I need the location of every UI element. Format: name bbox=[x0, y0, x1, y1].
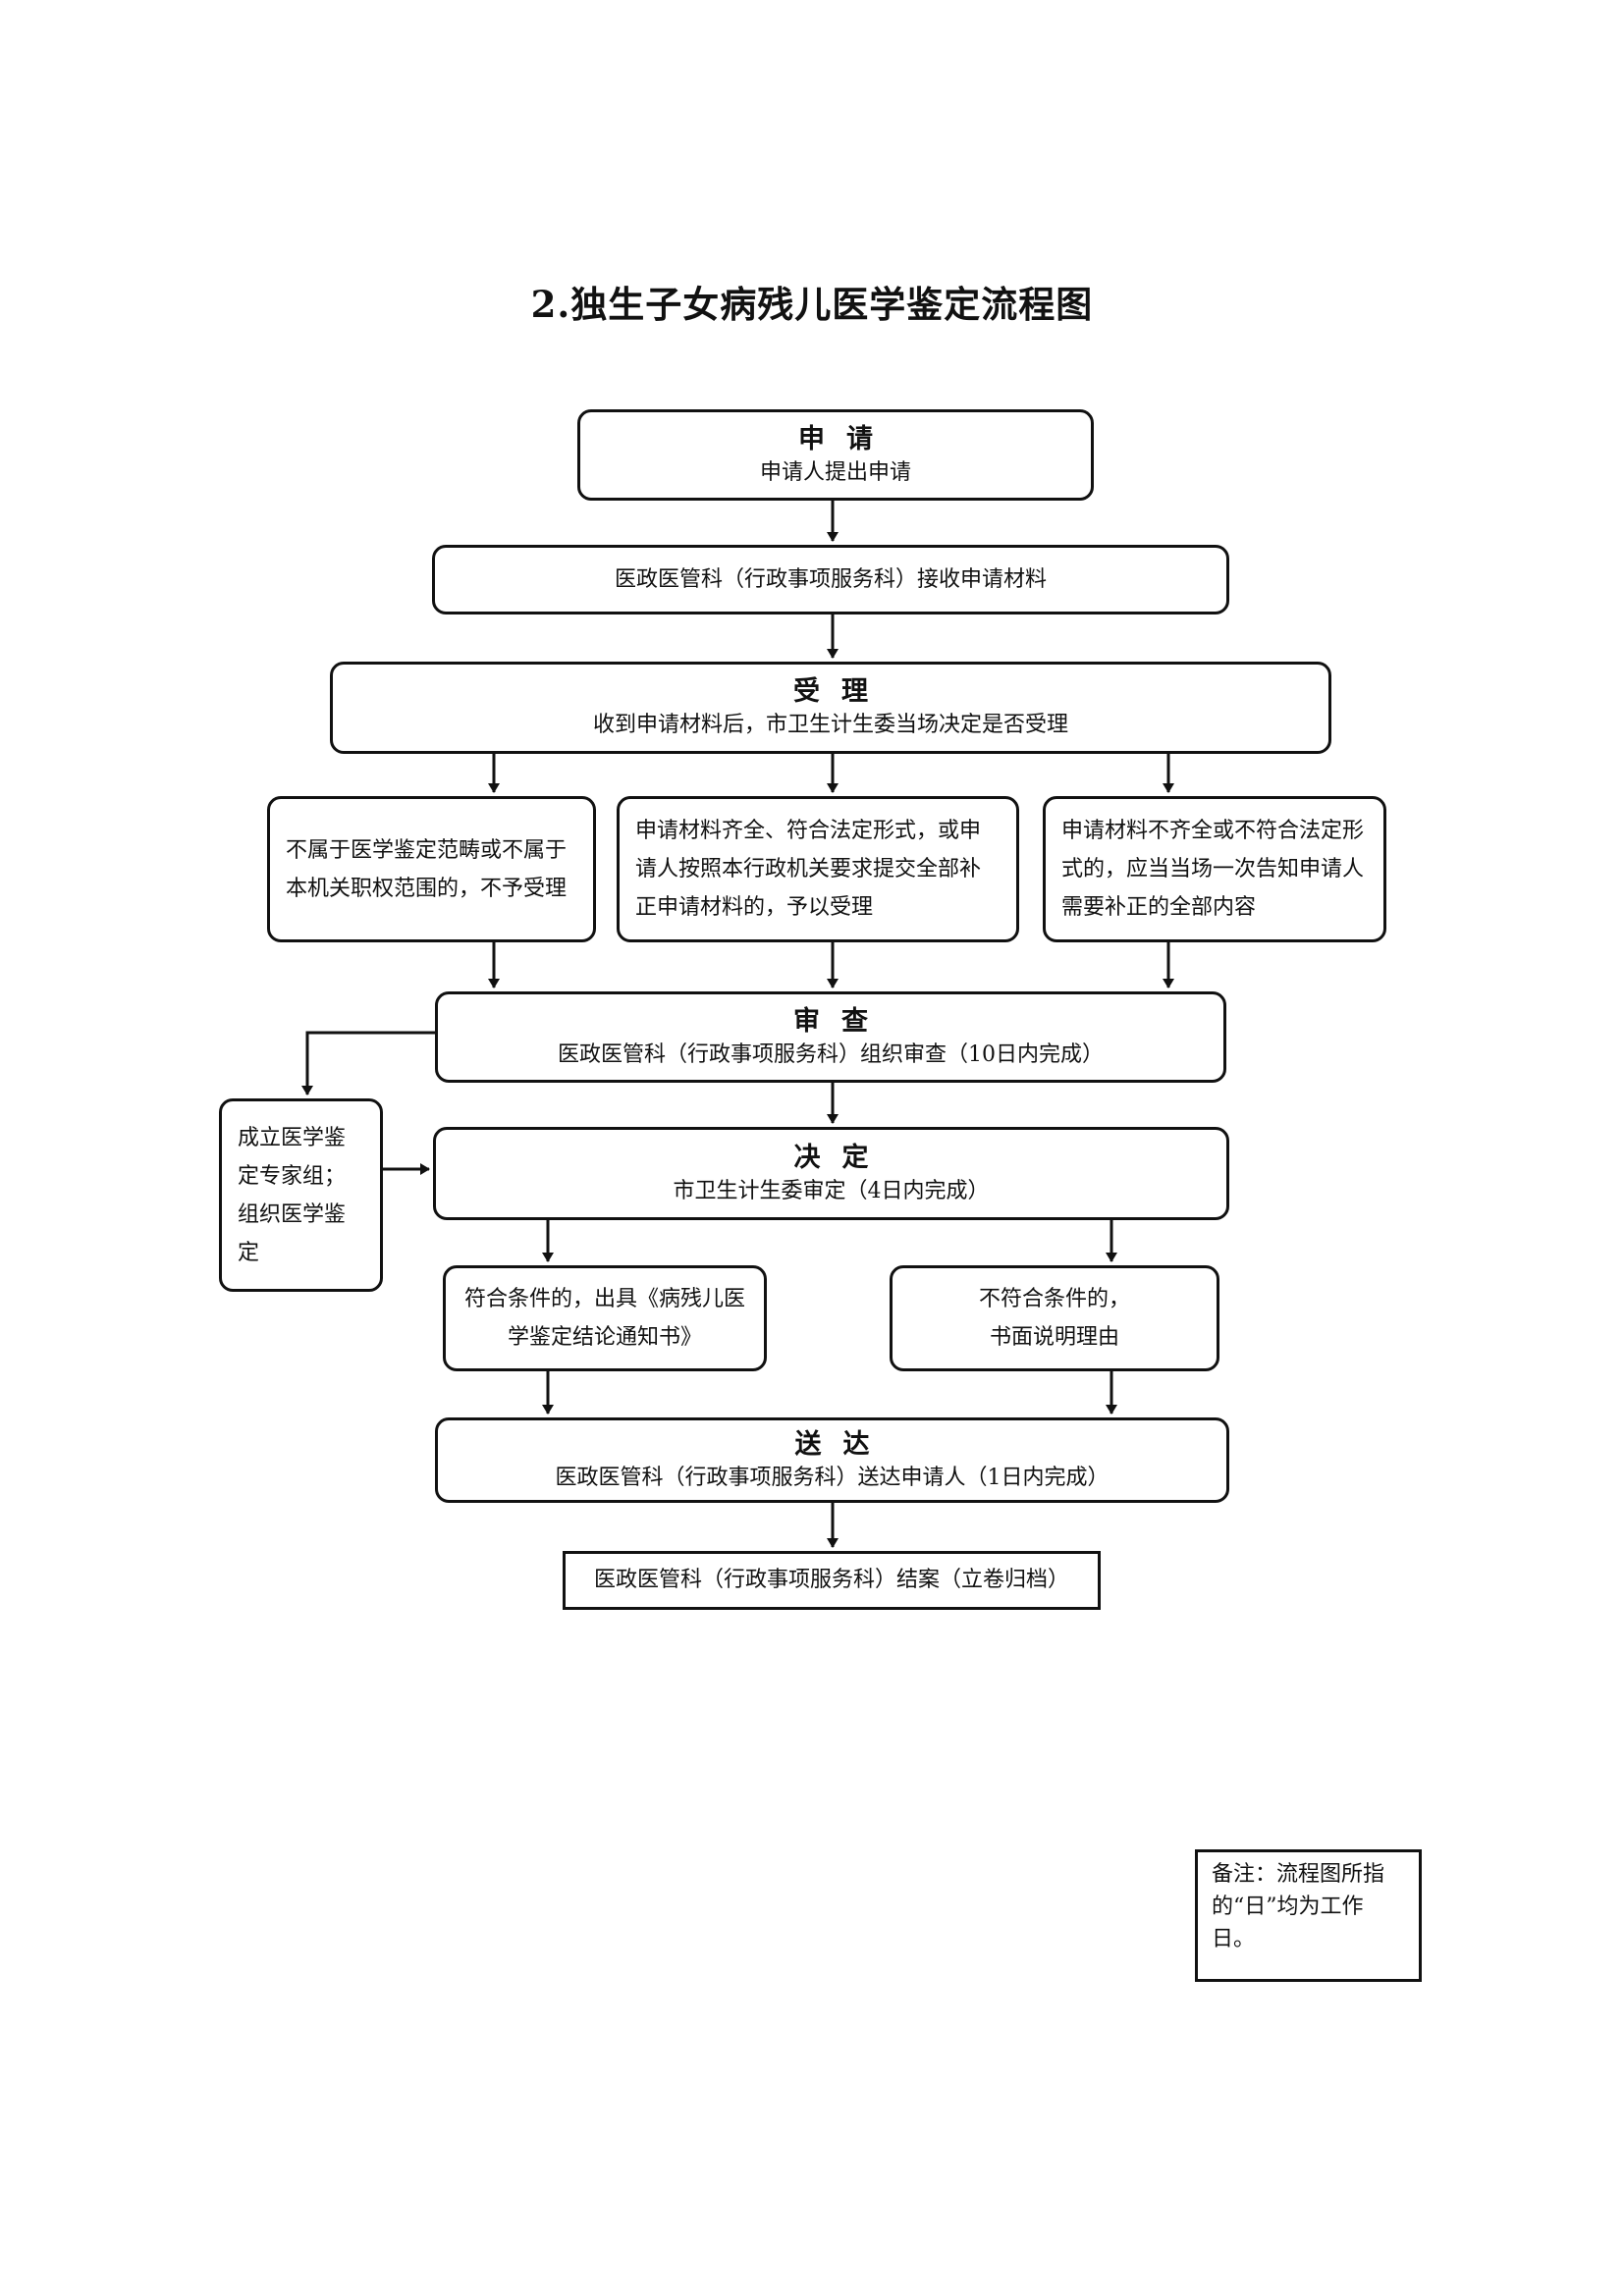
node-accepted: 申请材料齐全、符合法定形式，或申请人按照本行政机关要求提交全部补正申请材料的，予… bbox=[617, 796, 1019, 942]
node-accept-heading: 受理 bbox=[793, 676, 890, 707]
footnote: 备注：流程图所指的“日”均为工作日。 bbox=[1195, 1849, 1422, 1982]
page-title: 2.独生子女病残儿医学鉴定流程图 bbox=[530, 283, 1094, 326]
node-incomplete-text: 申请材料不齐全或不符合法定形式的，应当当场一次告知申请人需要补正的全部内容 bbox=[1061, 819, 1365, 920]
arrow-review-to-expert bbox=[301, 1031, 435, 1095]
node-decide-text: 市卫生计生委审定（4日内完成） bbox=[673, 1178, 990, 1203]
node-reject-text: 不属于医学鉴定范畴或不属于本机关职权范围的，不予受理 bbox=[286, 837, 568, 901]
node-incomplete: 申请材料不齐全或不符合法定形式的，应当当场一次告知申请人需要补正的全部内容 bbox=[1043, 796, 1386, 942]
node-review-heading: 审查 bbox=[793, 1005, 890, 1037]
node-deliver-heading: 送达 bbox=[794, 1428, 892, 1460]
node-deliver-text: 医政医管科（行政事项服务科）送达申请人（1日内完成） bbox=[555, 1465, 1110, 1490]
node-qualified-text: 符合条件的，出具《病残儿医学鉴定结论通知书》 bbox=[463, 1287, 745, 1350]
node-apply: 申请 申请人提出申请 bbox=[577, 409, 1094, 501]
node-qualified: 符合条件的，出具《病残儿医学鉴定结论通知书》 bbox=[443, 1265, 767, 1371]
node-close-text: 医政医管科（行政事项服务科）结案（立卷归档） bbox=[593, 1568, 1069, 1592]
node-decide-heading: 决定 bbox=[793, 1142, 891, 1173]
node-decide: 决定 市卫生计生委审定（4日内完成） bbox=[433, 1127, 1229, 1220]
node-close: 医政医管科（行政事项服务科）结案（立卷归档） bbox=[563, 1551, 1101, 1610]
node-review: 审查 医政医管科（行政事项服务科）组织审查（10日内完成） bbox=[435, 991, 1226, 1083]
node-unqualified-text: 不符合条件的，书面说明理由 bbox=[978, 1287, 1130, 1350]
node-expert-text: 成立医学鉴定专家组；组织医学鉴定 bbox=[238, 1125, 347, 1265]
node-apply-text: 申请人提出申请 bbox=[759, 459, 911, 485]
node-review-text: 医政医管科（行政事项服务科）组织审查（10日内完成） bbox=[558, 1041, 1104, 1067]
node-unqualified: 不符合条件的，书面说明理由 bbox=[890, 1265, 1219, 1371]
node-accept: 受理 收到申请材料后，市卫生计生委当场决定是否受理 bbox=[330, 662, 1331, 754]
node-reject: 不属于医学鉴定范畴或不属于本机关职权范围的，不予受理 bbox=[267, 796, 596, 942]
node-deliver: 送达 医政医管科（行政事项服务科）送达申请人（1日内完成） bbox=[435, 1417, 1229, 1503]
node-accept-text: 收到申请材料后，市卫生计生委当场决定是否受理 bbox=[592, 713, 1068, 737]
node-accepted-text: 申请材料齐全、符合法定形式，或申请人按照本行政机关要求提交全部补正申请材料的，予… bbox=[635, 819, 982, 920]
node-receive-text: 医政医管科（行政事项服务科）接收申请材料 bbox=[614, 566, 1047, 592]
node-apply-heading: 申请 bbox=[798, 423, 894, 454]
node-receive: 医政医管科（行政事项服务科）接收申请材料 bbox=[432, 545, 1229, 614]
node-expert: 成立医学鉴定专家组；组织医学鉴定 bbox=[219, 1098, 383, 1292]
